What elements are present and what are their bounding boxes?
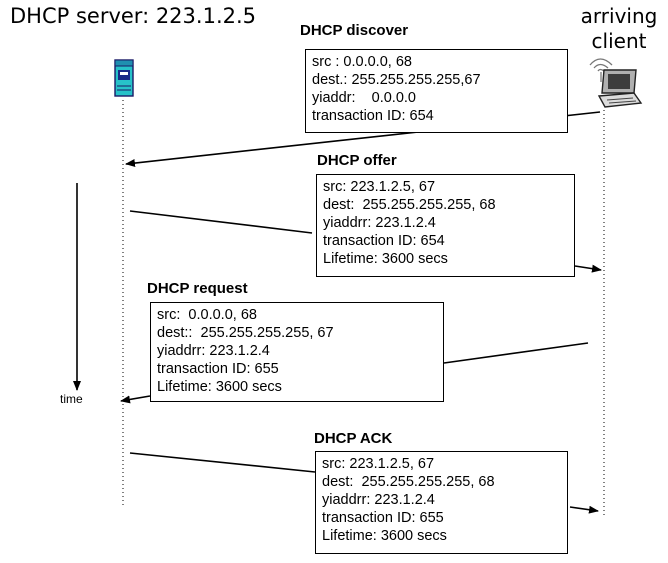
offer-arrow-start [129,210,313,234]
offer-title: DHCP offer [317,152,397,169]
discover-title: DHCP discover [300,22,409,39]
ack-arrow-end [569,505,599,514]
discover-transaction-id: transaction ID: 654 [312,108,434,124]
ack-src: src: 223.1.2.5, 67 [322,456,435,472]
request-arrow-end [120,395,151,404]
laptop-wireless-icon [589,58,643,108]
ack-box: src: 223.1.2.5, 67 dest: 255.255.255.255… [315,451,568,554]
offer-arrow-end [574,264,602,273]
request-dest: dest:: 255.255.255.255, 67 [157,325,334,341]
client-title-line-1: arriving [580,4,658,28]
server-tower-icon [114,59,134,97]
ack-arrow-start [129,452,316,473]
request-arrow-start [443,342,589,364]
ack-yiaddr: yiaddrr: 223.1.2.4 [322,492,435,508]
discover-dest: dest.: 255.255.255.255,67 [312,72,481,88]
discover-yiaddr: yiaddr: 0.0.0.0 [312,90,416,106]
ack-title: DHCP ACK [314,430,393,447]
request-box: src: 0.0.0.0, 68 dest:: 255.255.255.255,… [150,302,444,402]
request-transaction-id: transaction ID: 655 [157,361,279,377]
server-title: DHCP server: 223.1.2.5 [10,4,257,28]
offer-yiaddr: yiaddrr: 223.1.2.4 [323,215,436,231]
client-title-line-2: client [591,29,647,53]
offer-lifetime: Lifetime: 3600 secs [323,251,448,267]
request-src: src: 0.0.0.0, 68 [157,307,257,323]
ack-lifetime: Lifetime: 3600 secs [322,528,447,544]
offer-transaction-id: transaction ID: 654 [323,233,445,249]
ack-transaction-id: transaction ID: 655 [322,510,444,526]
offer-src: src: 223.1.2.5, 67 [323,179,436,195]
time-label: time [60,392,83,406]
offer-dest: dest: 255.255.255.255, 68 [323,197,496,213]
ack-dest: dest: 255.255.255.255, 68 [322,474,495,490]
client-title: arriving client [579,4,659,54]
request-yiaddr: yiaddrr: 223.1.2.4 [157,343,270,359]
offer-box: src: 223.1.2.5, 67 dest: 255.255.255.255… [316,174,575,277]
discover-src: src : 0.0.0.0, 68 [312,54,412,70]
request-lifetime: Lifetime: 3600 secs [157,379,282,395]
discover-box: src : 0.0.0.0, 68 dest.: 255.255.255.255… [305,49,568,133]
request-title: DHCP request [147,280,248,297]
